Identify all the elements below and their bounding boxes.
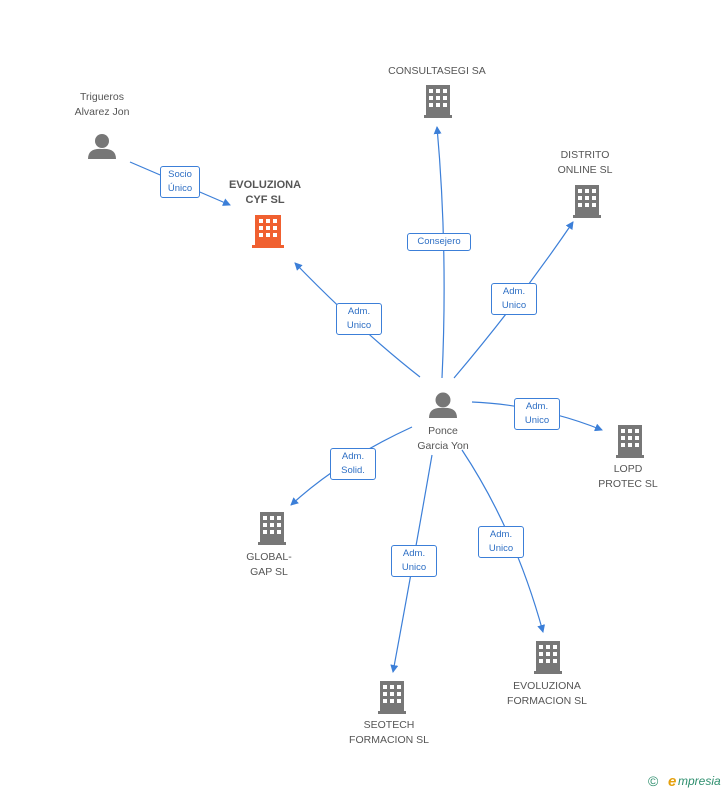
person-icon-ponce[interactable] [429,392,457,419]
node-label-line: CYF SL [245,194,285,206]
badge-line: Adm. [502,286,526,297]
node-label-trigueros: Trigueros Alvarez Jon [62,90,142,120]
edge-badge-adm-unico-evoluziona-formacion[interactable]: Adm. Unico [478,526,524,558]
node-label-line: FORMACION SL [349,734,429,746]
edge-badge-adm-unico-lopd[interactable]: Adm. Unico [514,398,560,430]
node-label-global-gap: GLOBAL- GAP SL [234,550,304,580]
building-icon-global-gap[interactable] [258,512,286,545]
badge-line: Consejero [417,236,461,247]
badge-line: Adm. [525,401,549,412]
brand-initial: e [668,773,677,790]
node-label-line: Alvarez Jon [74,106,130,118]
node-label-evoluziona-formacion: EVOLUZIONA FORMACION SL [497,679,597,709]
node-label-line: SEOTECH [363,719,415,731]
node-label-line: PROTEC SL [598,478,658,490]
person-icon-trigueros[interactable] [88,134,116,159]
copyright-symbol: © [648,773,659,789]
edge-badge-adm-unico-distrito[interactable]: Adm. Unico [491,283,537,315]
building-icon-seotech[interactable] [378,681,406,714]
edge-badge-adm-unico-evoluziona-cyf[interactable]: Adm. Unico [336,303,382,335]
node-label-line: EVOLUZIONA [513,680,581,692]
node-label-evoluziona-cyf: EVOLUZIONA CYF SL [220,178,310,208]
building-icon-evoluziona-formacion[interactable] [534,641,562,674]
node-label-lopd: LOPD PROTEC SL [593,462,663,492]
badge-line: Unico [501,300,527,311]
empresia-logo: © e mpresia [638,771,728,791]
edge-badge-adm-solid-global[interactable]: Adm. Solid. [330,448,376,480]
building-icon-lopd[interactable] [616,425,644,458]
badge-line: Unico [524,415,550,426]
building-icon-distrito[interactable] [573,185,601,218]
node-label-line: DISTRITO [560,149,610,161]
node-label-line: Trigueros [80,91,124,103]
badge-line: Unico [346,320,372,331]
node-label-seotech: SEOTECH FORMACION SL [339,718,439,748]
badge-line: Adm. [402,548,426,559]
badge-line: Adm. [341,451,365,462]
node-label-line: Ponce [428,425,458,437]
building-icon-consultasegi[interactable] [424,85,452,118]
node-label-line: CONSULTASEGI SA [388,65,486,77]
node-label-line: EVOLUZIONA [228,179,302,191]
node-label-line: GAP SL [250,566,288,578]
node-label-distrito: DISTRITO ONLINE SL [550,148,620,178]
badge-line: Adm. [489,529,513,540]
badge-line: Unico [401,562,427,573]
node-label-line: GLOBAL- [246,551,292,563]
node-label-line: ONLINE SL [557,164,613,176]
badge-line: Solid. [341,465,365,476]
node-label-line: LOPD [613,463,643,475]
edge-badge-consejero[interactable]: Consejero [407,233,471,251]
building-icon-evoluziona-cyf[interactable] [252,215,284,248]
node-label-line: FORMACION SL [507,695,587,707]
node-label-consultasegi: CONSULTASEGI SA [382,64,492,79]
edge-badge-socio-unico[interactable]: Socio Único [160,166,200,198]
badge-line: Socio [168,169,192,180]
node-label-line: Garcia Yon [417,440,469,452]
badge-line: Único [167,183,193,194]
edge-badge-adm-unico-seotech[interactable]: Adm. Unico [391,545,437,577]
node-label-ponce: Ponce Garcia Yon [403,424,483,454]
badge-line: Unico [488,543,514,554]
edge-consejero [433,126,445,379]
brand-name: mpresia [678,774,721,788]
badge-line: Adm. [347,306,371,317]
